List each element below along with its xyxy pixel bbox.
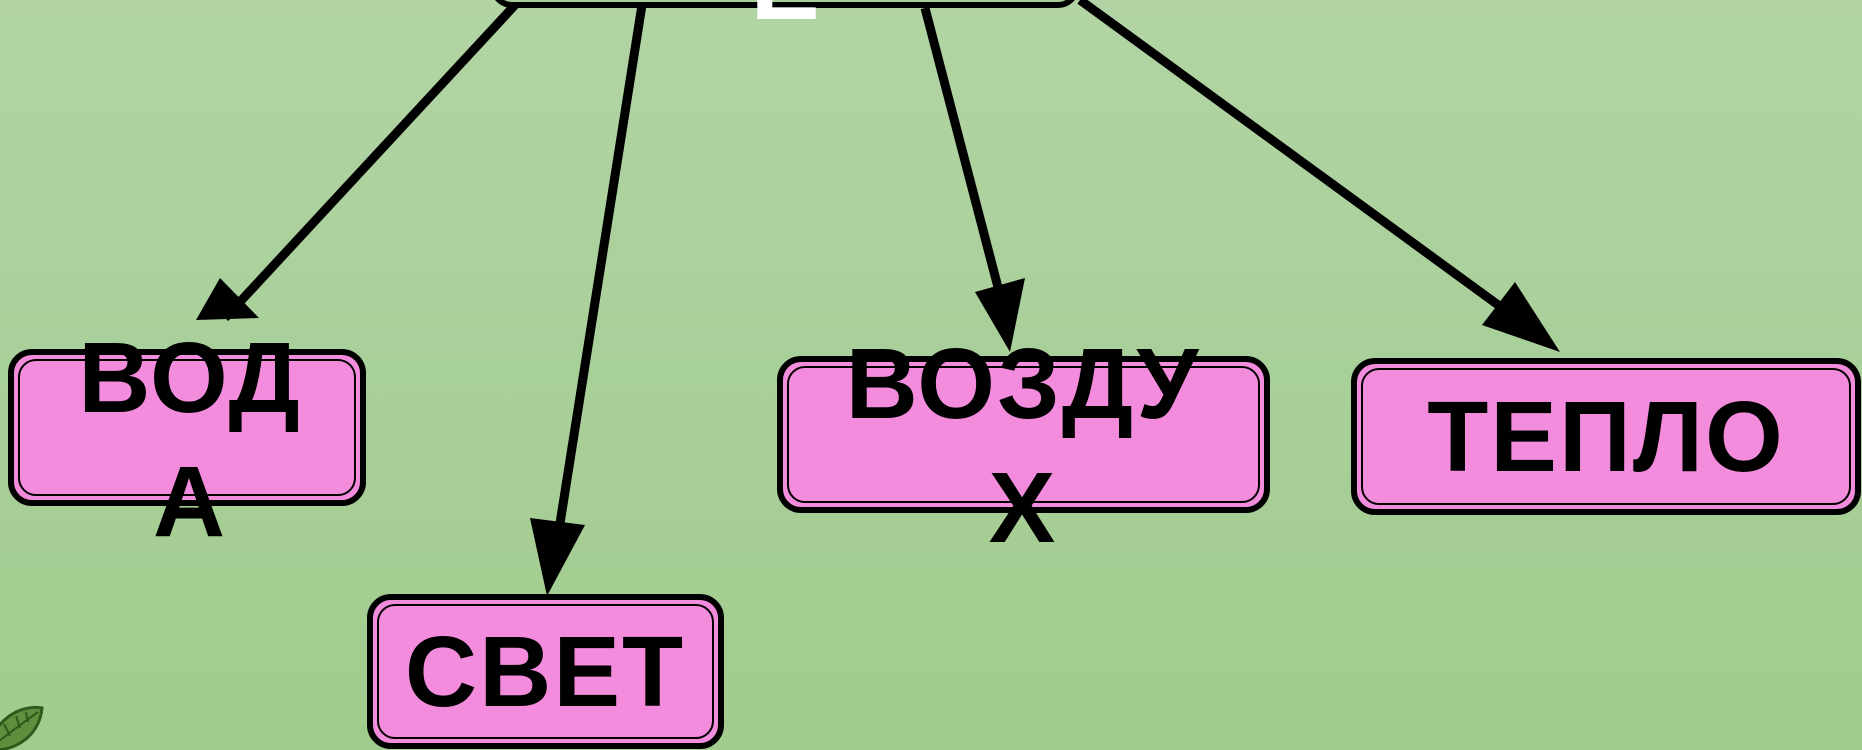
- arrowhead-heat: [1482, 282, 1560, 352]
- root-node-label: E: [730, 0, 840, 36]
- edge-root-water: [221, 1, 519, 322]
- node-heat: [1351, 358, 1861, 515]
- edge-root-light: [550, 4, 647, 556]
- node-air: [777, 356, 1270, 513]
- node-heat-label: ТЕПЛО: [1427, 381, 1785, 493]
- leaf-icon: [0, 705, 44, 750]
- node-light: [367, 594, 724, 749]
- edge-root-heat: [1077, 0, 1508, 314]
- arrowhead-air: [975, 278, 1025, 352]
- arrowhead-light: [530, 518, 585, 596]
- node-air-label: ВОЗДУ Х: [845, 328, 1201, 564]
- node-water-label: ВОД А: [78, 322, 302, 558]
- node-water: [8, 349, 366, 506]
- edge-root-air: [920, 6, 1005, 297]
- arrowhead-water: [196, 278, 259, 320]
- node-light-label: СВЕТ: [404, 616, 686, 728]
